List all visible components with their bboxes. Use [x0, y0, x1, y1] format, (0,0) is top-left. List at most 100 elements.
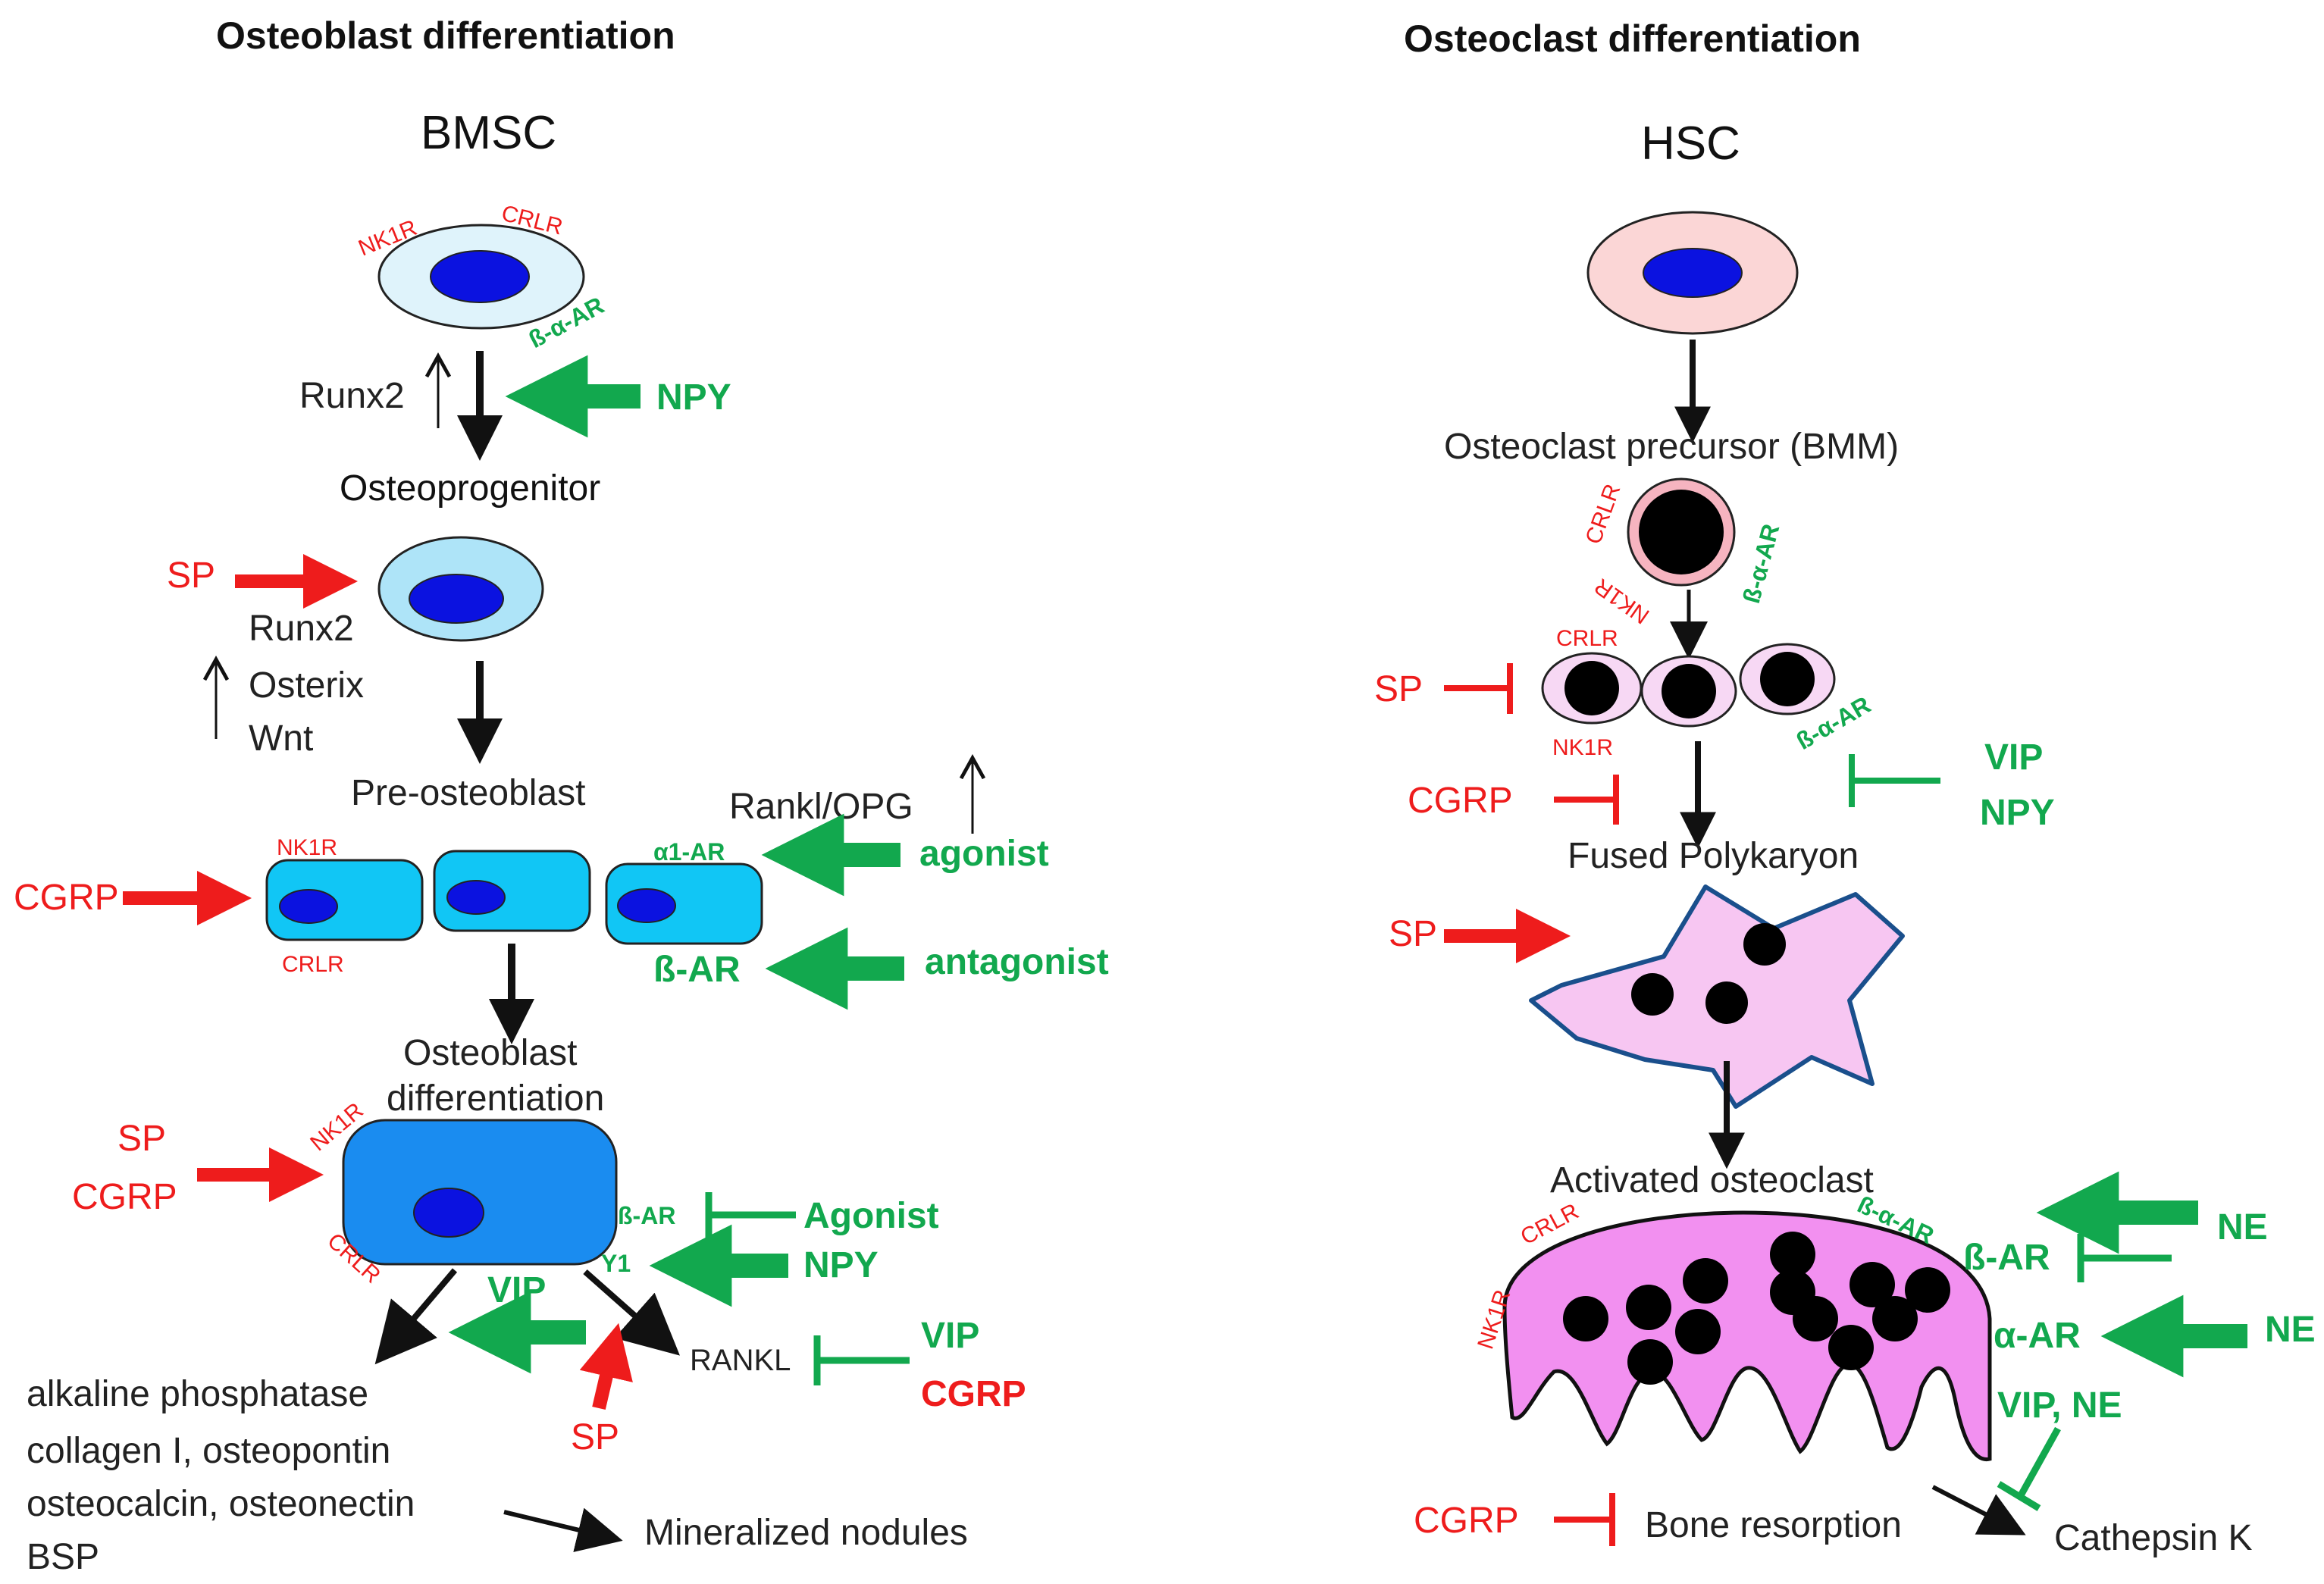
nucleus: [413, 1188, 484, 1238]
fused-polykaryon-cell: [1529, 884, 1905, 1109]
precursor-cell: [1627, 477, 1736, 587]
mineralization-arrow: [503, 1507, 623, 1552]
precursor-label: Osteoclast precursor (BMM): [1444, 427, 1899, 467]
alpha-ar-label: α-AR: [1994, 1316, 2081, 1356]
nk1r-receptor-label: NK1R: [1552, 735, 1613, 760]
vip-ne-label: VIP, NE: [1997, 1385, 2122, 1426]
ne-label: NE: [2265, 1310, 2316, 1350]
nucleus: [1627, 1339, 1673, 1385]
vip-label: VIP: [1984, 737, 2043, 778]
cgrp-label: CGRP: [1408, 781, 1513, 821]
runx2-label: Runx2: [249, 609, 354, 649]
osteoprogenitor-cell: [377, 536, 544, 642]
osteoclast-title: Osteoclast differentiation: [1404, 17, 1861, 60]
sp-label: SP: [167, 556, 215, 596]
nucleus: [1643, 248, 1743, 298]
nucleus: [446, 880, 506, 915]
marker-item: BSP: [27, 1537, 99, 1577]
nucleus: [1705, 981, 1748, 1024]
osteoblast-cell: [342, 1119, 618, 1266]
marker-item: osteocalcin, osteonectin: [27, 1484, 415, 1524]
preosteoblast-cell: [605, 862, 763, 945]
antagonist-label: antagonist: [925, 942, 1109, 982]
inhibition-tee: [1997, 1481, 2041, 1511]
nucleus: [1563, 1296, 1608, 1341]
nucleus: [1631, 973, 1674, 1016]
activated-osteoclast-label: Activated osteoclast: [1550, 1160, 1874, 1201]
osterix-label: Osterix: [249, 665, 364, 706]
wnt-label: Wnt: [249, 718, 313, 759]
beta-alpha-ar-label: ß-α-AR: [1737, 521, 1784, 606]
vip-label: VIP: [921, 1316, 979, 1356]
osteoblast-differentiation-label: differentiation: [387, 1078, 604, 1119]
nucleus: [1675, 1309, 1721, 1354]
alpha1-ar-label: α1-AR: [653, 838, 725, 866]
hsc-cell: [1586, 211, 1799, 335]
mineralized-nodules-label: Mineralized nodules: [644, 1513, 968, 1553]
cathepsin-arrow: [1931, 1485, 2026, 1535]
osteoprogenitor-label: Osteoprogenitor: [340, 468, 600, 509]
beta-ar-label: ß-AR: [1963, 1238, 2050, 1278]
nucleus: [1770, 1232, 1815, 1277]
rankl-opg-label: Rankl/OPG: [729, 787, 913, 827]
beta-ar-label: ß-AR: [653, 950, 741, 990]
nucleus: [1639, 490, 1724, 574]
bmsc-label: BMSC: [421, 107, 556, 159]
expression-arrow: [583, 1269, 680, 1356]
crlr-receptor-label: CRLR: [1556, 626, 1618, 651]
y1-receptor-label: Y1: [601, 1250, 631, 1277]
ne-label: NE: [2217, 1207, 2268, 1247]
osteoblast-title: Osteoblast differentiation: [216, 14, 675, 57]
sp-label: SP: [1389, 914, 1437, 954]
marker-item: collagen I, osteopontin: [27, 1431, 390, 1471]
crlr-receptor-label: CRLR: [1581, 481, 1626, 547]
nucleus: [1828, 1325, 1874, 1370]
bmsc-cell: [377, 224, 585, 330]
nucleus: [1760, 652, 1815, 706]
npy-label: NPY: [803, 1245, 879, 1285]
sp-label: SP: [571, 1417, 619, 1457]
nk1r-receptor-label: NK1R: [277, 835, 337, 860]
expression-arrow: [374, 1268, 458, 1365]
cgrp-label: CGRP: [921, 1374, 1026, 1414]
nucleus: [1662, 664, 1716, 718]
agonist-label: agonist: [919, 834, 1049, 874]
nucleus: [1626, 1285, 1671, 1330]
preosteoblast-label: Pre-osteoblast: [351, 773, 586, 813]
preosteoblast-cells: [265, 850, 763, 945]
sp-stimulation-arrow: [579, 1323, 633, 1410]
vip-ne-inhibition-bar: [2017, 1426, 2061, 1499]
activated-osteoclast-cell: [1502, 1210, 1992, 1461]
nucleus: [279, 889, 338, 924]
osteoclast-panel: Osteoclast differentiation HSC Osteoclas…: [1374, 17, 2316, 1558]
cgrp-label: CGRP: [14, 878, 119, 918]
agonist-label: Agonist: [803, 1196, 939, 1236]
nucleus: [1849, 1262, 1895, 1307]
bone-resorption-label: Bone resorption: [1645, 1505, 1902, 1545]
osteoblast-panel: Osteoblast differentiation BMSC NK1R CRL…: [14, 14, 1109, 1577]
sp-label: SP: [1374, 669, 1423, 709]
nucleus: [1905, 1267, 1950, 1313]
bone-markers-list: alkaline phosphatase collagen I, osteopo…: [27, 1374, 415, 1577]
fusing-cells: [1541, 643, 1836, 728]
hsc-label: HSC: [1641, 117, 1740, 170]
cathepsin-k-label: Cathepsin K: [2054, 1518, 2253, 1558]
runx2-label: Runx2: [299, 376, 405, 416]
cgrp-label: CGRP: [72, 1177, 177, 1217]
npy-label: NPY: [1980, 793, 2055, 833]
nucleus: [1743, 923, 1786, 966]
nucleus: [617, 888, 676, 923]
rankl-label: RANKL: [690, 1344, 791, 1377]
nucleus: [1793, 1296, 1838, 1341]
marker-item: alkaline phosphatase: [27, 1374, 368, 1414]
nucleus: [409, 574, 504, 624]
nucleus: [1564, 661, 1619, 715]
fused-polykaryon-label: Fused Polykaryon: [1568, 836, 1859, 876]
crlr-receptor-label: CRLR: [282, 952, 344, 977]
npy-label: NPY: [656, 377, 731, 418]
beta-ar-label: ß-AR: [618, 1202, 675, 1229]
vip-label: VIP: [487, 1270, 546, 1310]
nucleus: [1872, 1296, 1918, 1341]
nk1r-receptor-label: NK1R: [1590, 573, 1654, 628]
